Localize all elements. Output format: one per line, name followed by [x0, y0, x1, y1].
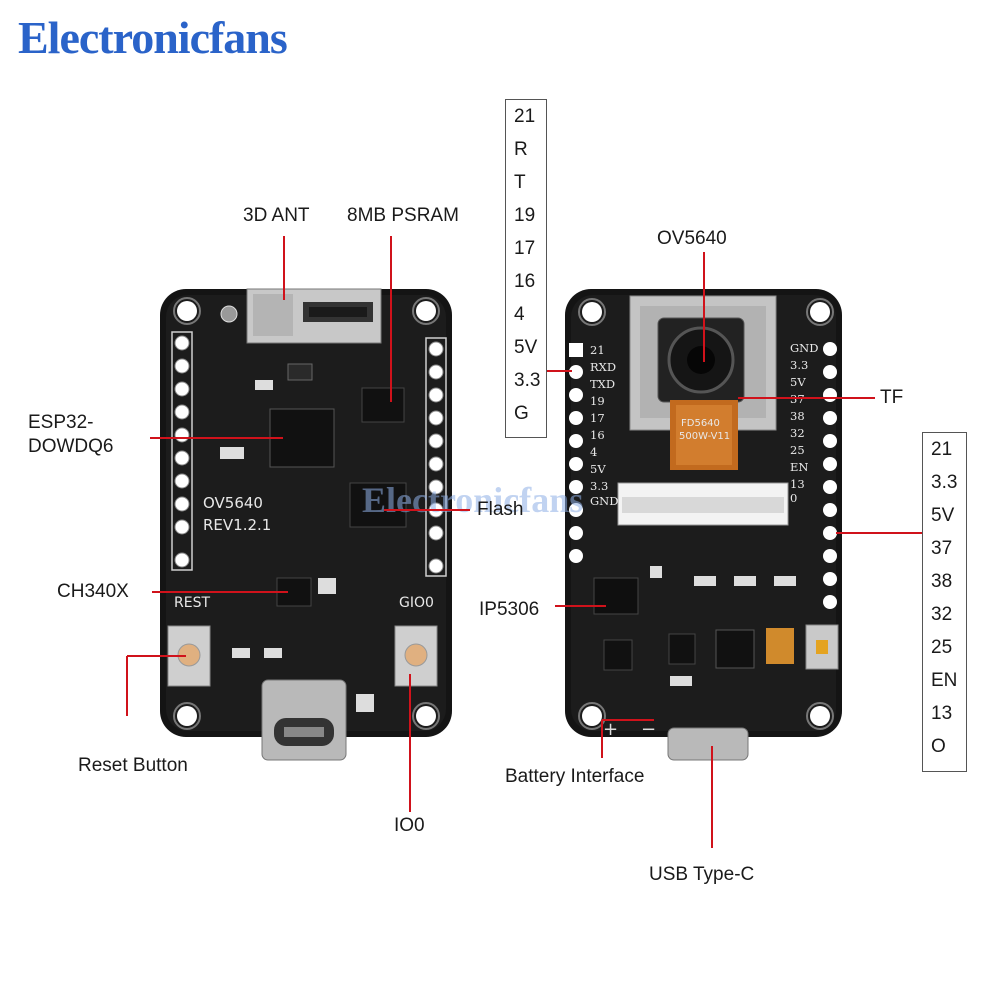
pin-right-8: 13 — [931, 703, 953, 724]
svg-text:3.3: 3.3 — [590, 479, 608, 493]
pin-box-right: 21 3.3 5V 37 38 32 25 EN 13 O — [922, 432, 967, 772]
callout-lines — [126, 236, 922, 848]
pin-right-7: EN — [931, 670, 958, 691]
label-reset-button: Reset Button — [78, 755, 188, 776]
svg-text:0: 0 — [790, 491, 797, 505]
pin-left-2: T — [514, 172, 526, 193]
pin-left-6: 4 — [514, 304, 525, 325]
pin-left-4: 17 — [514, 238, 536, 259]
silk-rest: REST — [174, 595, 210, 611]
svg-text:TXD: TXD — [590, 377, 615, 391]
label-esp32-line1: ESP32- — [28, 412, 94, 433]
silk-gio0: GIO0 — [399, 595, 434, 611]
pin-left-1: R — [514, 139, 528, 160]
svg-text:EN: EN — [790, 460, 808, 474]
label-ip5306: IP5306 — [479, 599, 540, 620]
pin-right-3: 37 — [931, 538, 953, 559]
svg-text:19: 19 — [590, 394, 605, 408]
pin-right-5: 32 — [931, 604, 953, 625]
pin-box-left: 21 R T 19 17 16 4 5V 3.3 G — [505, 99, 547, 438]
pin-right-4: 38 — [931, 571, 953, 592]
label-tf: TF — [880, 387, 904, 408]
svg-text:RXD: RXD — [590, 360, 616, 374]
svg-text:38: 38 — [790, 409, 805, 423]
flex-text-1: FD5640 — [681, 418, 720, 429]
pin-left-8: 3.3 — [514, 370, 541, 391]
svg-text:GND: GND — [590, 494, 618, 508]
svg-text:25: 25 — [790, 443, 805, 457]
pin-right-2: 5V — [931, 505, 955, 526]
svg-text:4: 4 — [590, 445, 597, 459]
svg-text:21: 21 — [590, 343, 605, 357]
label-ch340x: CH340X — [57, 581, 129, 602]
label-esp32-line2: DOWDQ6 — [28, 436, 114, 457]
svg-text:13: 13 — [790, 477, 805, 491]
watermark: Electronicfans — [362, 480, 583, 520]
pin-right-0: 21 — [931, 439, 953, 460]
pin-left-7: 5V — [514, 337, 538, 358]
left-header-pins — [171, 331, 193, 571]
pin-right-1: 3.3 — [931, 472, 958, 493]
svg-text:5V: 5V — [790, 375, 806, 389]
svg-text:17: 17 — [590, 411, 605, 425]
flex-text-2: 500W-V11 — [679, 431, 730, 442]
svg-text:32: 32 — [790, 426, 805, 440]
brand-logo: Electronicfans — [18, 12, 288, 63]
label-usb-type-c: USB Type-C — [649, 864, 755, 885]
svg-text:16: 16 — [590, 428, 605, 442]
svg-text:GND: GND — [790, 341, 818, 355]
svg-text:5V: 5V — [590, 462, 606, 476]
silk-pins-right: GND 3.3 5V 37 38 32 25 EN 13 0 — [790, 341, 818, 505]
pin-left-0: 21 — [514, 106, 536, 127]
svg-text:−: − — [641, 719, 656, 740]
label-ov5640: OV5640 — [657, 228, 727, 249]
label-flash: Flash — [477, 499, 524, 520]
pin-right-6: 25 — [931, 637, 953, 658]
svg-text:+: + — [603, 719, 618, 740]
left-board: OV5640 REV1.2.1 REST GIO0 — [160, 288, 452, 761]
label-battery-interface: Battery Interface — [505, 766, 645, 787]
silk-rev: REV1.2.1 — [203, 516, 271, 534]
pin-left-9: G — [514, 403, 529, 424]
silk-model: OV5640 — [203, 494, 263, 512]
silk-pins-left: 21 RXD TXD 19 17 16 4 5V 3.3 GND — [590, 343, 618, 508]
svg-text:3.3: 3.3 — [790, 358, 808, 372]
right-header-pins — [425, 337, 447, 577]
label-8mb-psram: 8MB PSRAM — [347, 205, 459, 226]
pin-right-9: O — [931, 736, 946, 757]
pin-left-5: 16 — [514, 271, 536, 292]
pin-left-3: 19 — [514, 205, 536, 226]
label-io0: IO0 — [394, 815, 425, 836]
right-board: FD5640 500W-V11 21 RXD TXD 19 17 16 4 5V — [565, 289, 842, 761]
label-3d-ant: 3D ANT — [243, 205, 310, 226]
